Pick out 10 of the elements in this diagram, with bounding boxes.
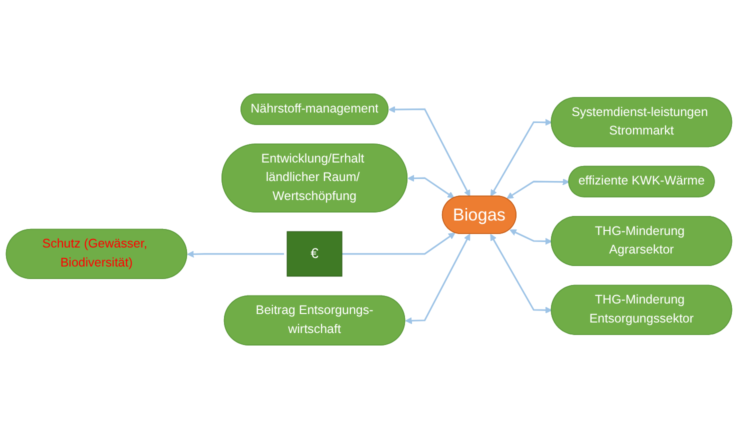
- arrow: [510, 229, 552, 245]
- arrow: [490, 234, 552, 314]
- arrow: [408, 174, 454, 198]
- arrow: [342, 232, 456, 255]
- arrow: [388, 106, 470, 197]
- node-box: €: [286, 231, 342, 277]
- arrow: [506, 178, 570, 199]
- arrow: [187, 250, 284, 258]
- arrow: [405, 234, 470, 324]
- arrow: [490, 118, 552, 196]
